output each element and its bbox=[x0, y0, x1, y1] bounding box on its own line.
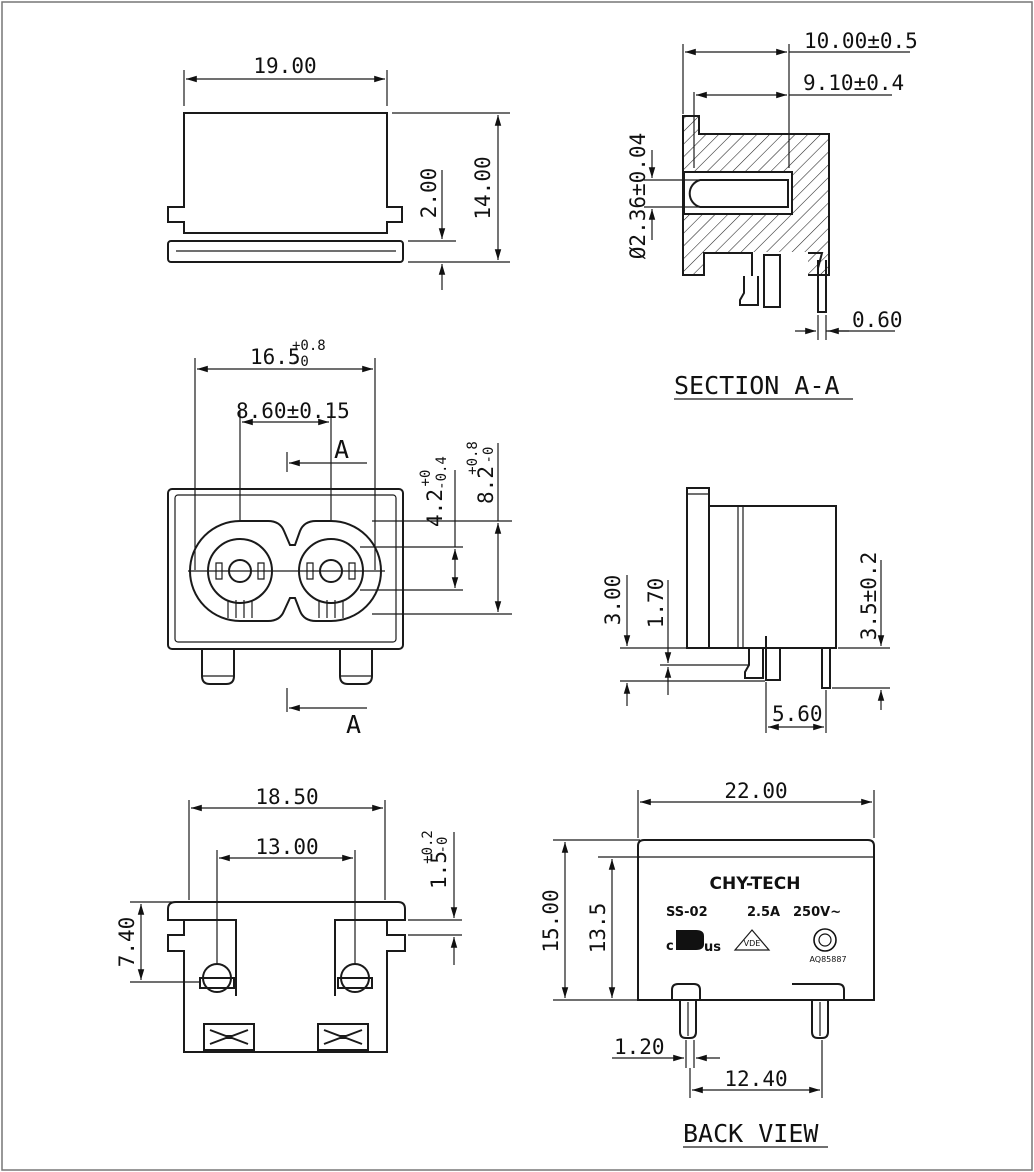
dim-front-large-tol-upper: +0.8 bbox=[465, 441, 481, 475]
dim-bottom-height: 7.40 bbox=[115, 917, 139, 968]
cert-code: AQ85887 bbox=[809, 955, 846, 964]
dim-back-pin-width: 1.20 bbox=[614, 1035, 665, 1059]
dim-back-body-height: 13.5 bbox=[586, 903, 610, 954]
model-label: SS-02 bbox=[666, 905, 708, 920]
dim-back-width: 22.00 bbox=[724, 779, 787, 803]
back-view: CHY-TECH SS-02 2.5A 250V~ c us VDE AQ858… bbox=[539, 779, 875, 1148]
dim-section-cavity: 9.10±0.4 bbox=[803, 71, 904, 95]
svg-text:c: c bbox=[666, 939, 674, 954]
vde-mark-icon: VDE bbox=[733, 929, 771, 951]
top-view: 19.00 14.00 2.00 bbox=[167, 54, 510, 290]
ccc-mark-icon bbox=[813, 928, 837, 952]
dim-back-pin-pitch: 12.40 bbox=[724, 1067, 787, 1091]
back-view-body bbox=[637, 839, 875, 1001]
dim-front-pitch: 8.60±0.15 bbox=[236, 399, 350, 423]
dim-front-small-tol-upper: +0 bbox=[418, 470, 434, 487]
dim-bottom-slot: 1.5 bbox=[427, 851, 451, 889]
dim-front-small-tol-lower: -0.4 bbox=[434, 456, 450, 490]
svg-text:us: us bbox=[704, 940, 721, 955]
dim-front-width-tol-upper: +0.8 bbox=[292, 338, 326, 354]
section-view: 10.00±0.5 9.10±0.4 Ø2.36±0.04 0.60 SECTI… bbox=[626, 29, 918, 400]
dim-bottom-outer: 18.50 bbox=[255, 785, 318, 809]
side-flange bbox=[686, 487, 710, 649]
dim-front-width-tol-lower: -0 bbox=[292, 354, 309, 370]
dim-side-c: 3.5±0.2 bbox=[857, 552, 881, 641]
section-mark-bottom: A bbox=[346, 710, 361, 739]
voltage-label: 250V~ bbox=[793, 905, 841, 920]
bottom-view-body bbox=[167, 901, 406, 1053]
dim-top-height: 14.00 bbox=[471, 156, 495, 219]
side-body bbox=[708, 505, 837, 649]
dim-bottom-slot-tol-upper: +0.2 bbox=[420, 830, 436, 864]
side-view: 3.00 1.70 3.5±0.2 5.60 bbox=[601, 487, 890, 733]
svg-text:VDE: VDE bbox=[744, 939, 761, 948]
dim-bottom-inner: 13.00 bbox=[255, 835, 318, 859]
top-view-flange bbox=[167, 240, 404, 263]
dim-top-flange: 2.00 bbox=[417, 168, 441, 219]
dim-back-height: 15.00 bbox=[539, 889, 563, 952]
front-view: 16.5 +0.8 -0 8.60±0.15 A A 4.2 +0 -0.4 8… bbox=[167, 338, 512, 739]
dim-section-depth: 10.00±0.5 bbox=[804, 29, 918, 53]
dim-side-d: 5.60 bbox=[772, 702, 823, 726]
dim-section-pin-thk: 0.60 bbox=[852, 308, 903, 332]
section-mark-top: A bbox=[334, 435, 349, 464]
dim-side-a: 3.00 bbox=[601, 575, 625, 626]
dim-side-b: 1.70 bbox=[644, 578, 668, 629]
current-label: 2.5A bbox=[747, 905, 780, 920]
dim-front-width: 16.5 bbox=[250, 345, 301, 369]
dim-bottom-slot-tol-lower: -0 bbox=[435, 837, 451, 854]
dim-front-large-tol-lower: -0 bbox=[481, 447, 497, 464]
section-title: SECTION A-A bbox=[674, 371, 840, 400]
top-view-body bbox=[167, 112, 403, 234]
inlet-outline bbox=[189, 520, 382, 622]
dim-section-pin-dia: Ø2.36±0.04 bbox=[626, 133, 650, 259]
dim-front-large: 8.2 bbox=[474, 466, 498, 504]
brand-label: CHY-TECH bbox=[710, 874, 801, 894]
ul-mark-icon: c us bbox=[666, 930, 721, 955]
bottom-view: 18.50 13.00 7.40 1.5 +0.2 -0 bbox=[115, 785, 462, 1053]
front-view-body bbox=[167, 488, 404, 650]
dim-top-width: 19.00 bbox=[253, 54, 316, 78]
back-view-title: BACK VIEW bbox=[683, 1119, 819, 1148]
